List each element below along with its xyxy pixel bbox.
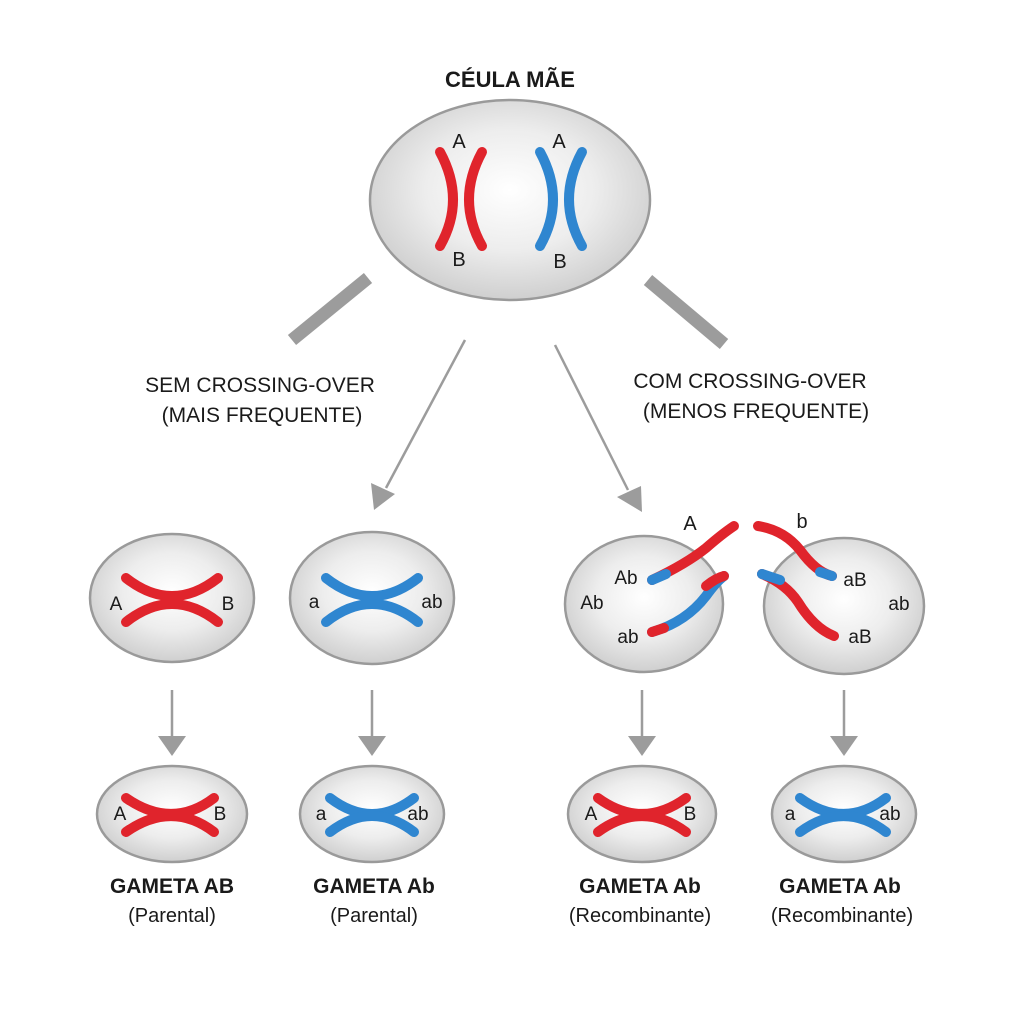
middle-cell-3-label-2: Ab — [580, 593, 603, 614]
mother-blue-bottom-allele: B — [553, 251, 566, 273]
middle-cell-3-label-1: Ab — [614, 568, 637, 589]
gamete-3-title: GAMETA Ab — [579, 875, 701, 898]
left-branch-label-line1: SEM CROSSING-OVER — [145, 374, 375, 397]
gamete-cell-3-left-allele: A — [585, 804, 598, 825]
middle-cell-1-right-allele: B — [222, 594, 235, 615]
middle-cell-4-label-2: ab — [888, 594, 909, 615]
gamete-1-type: (Parental) — [128, 905, 216, 927]
middle-cell-1-left-allele: A — [110, 594, 123, 615]
gamete-cell-2-left-allele: a — [316, 804, 327, 825]
right-branch-label-line1: COM CROSSING-OVER — [633, 370, 866, 393]
middle-cell-3-recombinant-upper — [647, 521, 739, 585]
gamete-2-title: GAMETA Ab — [313, 875, 435, 898]
gamete-3-type: (Recombinante) — [569, 905, 711, 927]
middle-cell-4: b aB ab aB — [753, 511, 926, 676]
mother-blue-chromosome — [535, 147, 587, 251]
gamete-1-title: GAMETA AB — [110, 875, 234, 898]
mother-red-bottom-allele: B — [452, 249, 465, 271]
right-branch-label-line2: (MENOS FREQUENTE) — [643, 400, 869, 423]
middle-cell-1: A B — [88, 532, 256, 664]
left-diagonal-arrow — [371, 339, 467, 510]
middle-cell-4-recombinant-upper — [753, 521, 837, 581]
gamete-cell-1: A B — [95, 764, 249, 864]
gamete-4-title: GAMETA Ab — [779, 875, 901, 898]
middle-cell-3: A Ab Ab ab — [563, 513, 739, 674]
middle-cell-3-recombinant-lower — [647, 571, 729, 637]
mother-cell-membrane — [368, 98, 652, 302]
middle-cell-3-top-allele: A — [683, 513, 697, 535]
left-branch-bar — [287, 272, 373, 346]
middle-cell-4-top-allele: b — [796, 511, 807, 533]
middle-cell-1-red-arm — [121, 573, 223, 601]
gamete-2-type: (Parental) — [330, 905, 418, 927]
mother-red-top-allele: A — [452, 131, 466, 153]
down-arrow-3 — [628, 690, 656, 756]
down-arrow-1 — [158, 690, 186, 756]
gamete-cell-1-right-allele: B — [214, 804, 227, 825]
gamete-cell-4-right-allele: ab — [879, 804, 900, 825]
mother-cell: A B A B — [368, 98, 652, 302]
gamete-cell-3: A B — [566, 764, 718, 864]
middle-cell-4-label-3: aB — [848, 627, 871, 648]
middle-cell-3-label-3: ab — [617, 627, 638, 648]
middle-cell-2-left-allele: a — [309, 592, 320, 613]
middle-cell-2-blue-arm — [321, 573, 423, 601]
mother-blue-top-allele: A — [552, 131, 566, 153]
right-diagonal-arrow — [553, 344, 642, 512]
middle-cell-2: a ab — [288, 530, 456, 666]
mother-red-chromosome — [435, 147, 487, 251]
gamete-cell-2-right-allele: ab — [407, 804, 428, 825]
left-branch-label-line2: (MAIS FREQUENTE) — [162, 404, 363, 427]
diagram-title: CÉULA MÃE — [445, 67, 575, 92]
gamete-cell-4-left-allele: a — [785, 804, 796, 825]
gamete-cell-3-right-allele: B — [684, 804, 697, 825]
down-arrow-4 — [830, 690, 858, 756]
middle-cell-2-blue-arm — [321, 599, 423, 627]
gamete-cell-4: a ab — [770, 764, 918, 864]
middle-cell-4-label-1: aB — [843, 570, 866, 591]
gamete-cell-2: a ab — [298, 764, 446, 864]
gamete-4-type: (Recombinante) — [771, 905, 913, 927]
middle-cell-4-recombinant-lower — [757, 569, 839, 641]
middle-cell-1-red-arm — [121, 599, 223, 627]
right-branch-bar — [643, 275, 729, 349]
down-arrow-2 — [358, 690, 386, 756]
gamete-cell-1-left-allele: A — [114, 804, 127, 825]
middle-cell-2-right-allele: ab — [421, 592, 442, 613]
